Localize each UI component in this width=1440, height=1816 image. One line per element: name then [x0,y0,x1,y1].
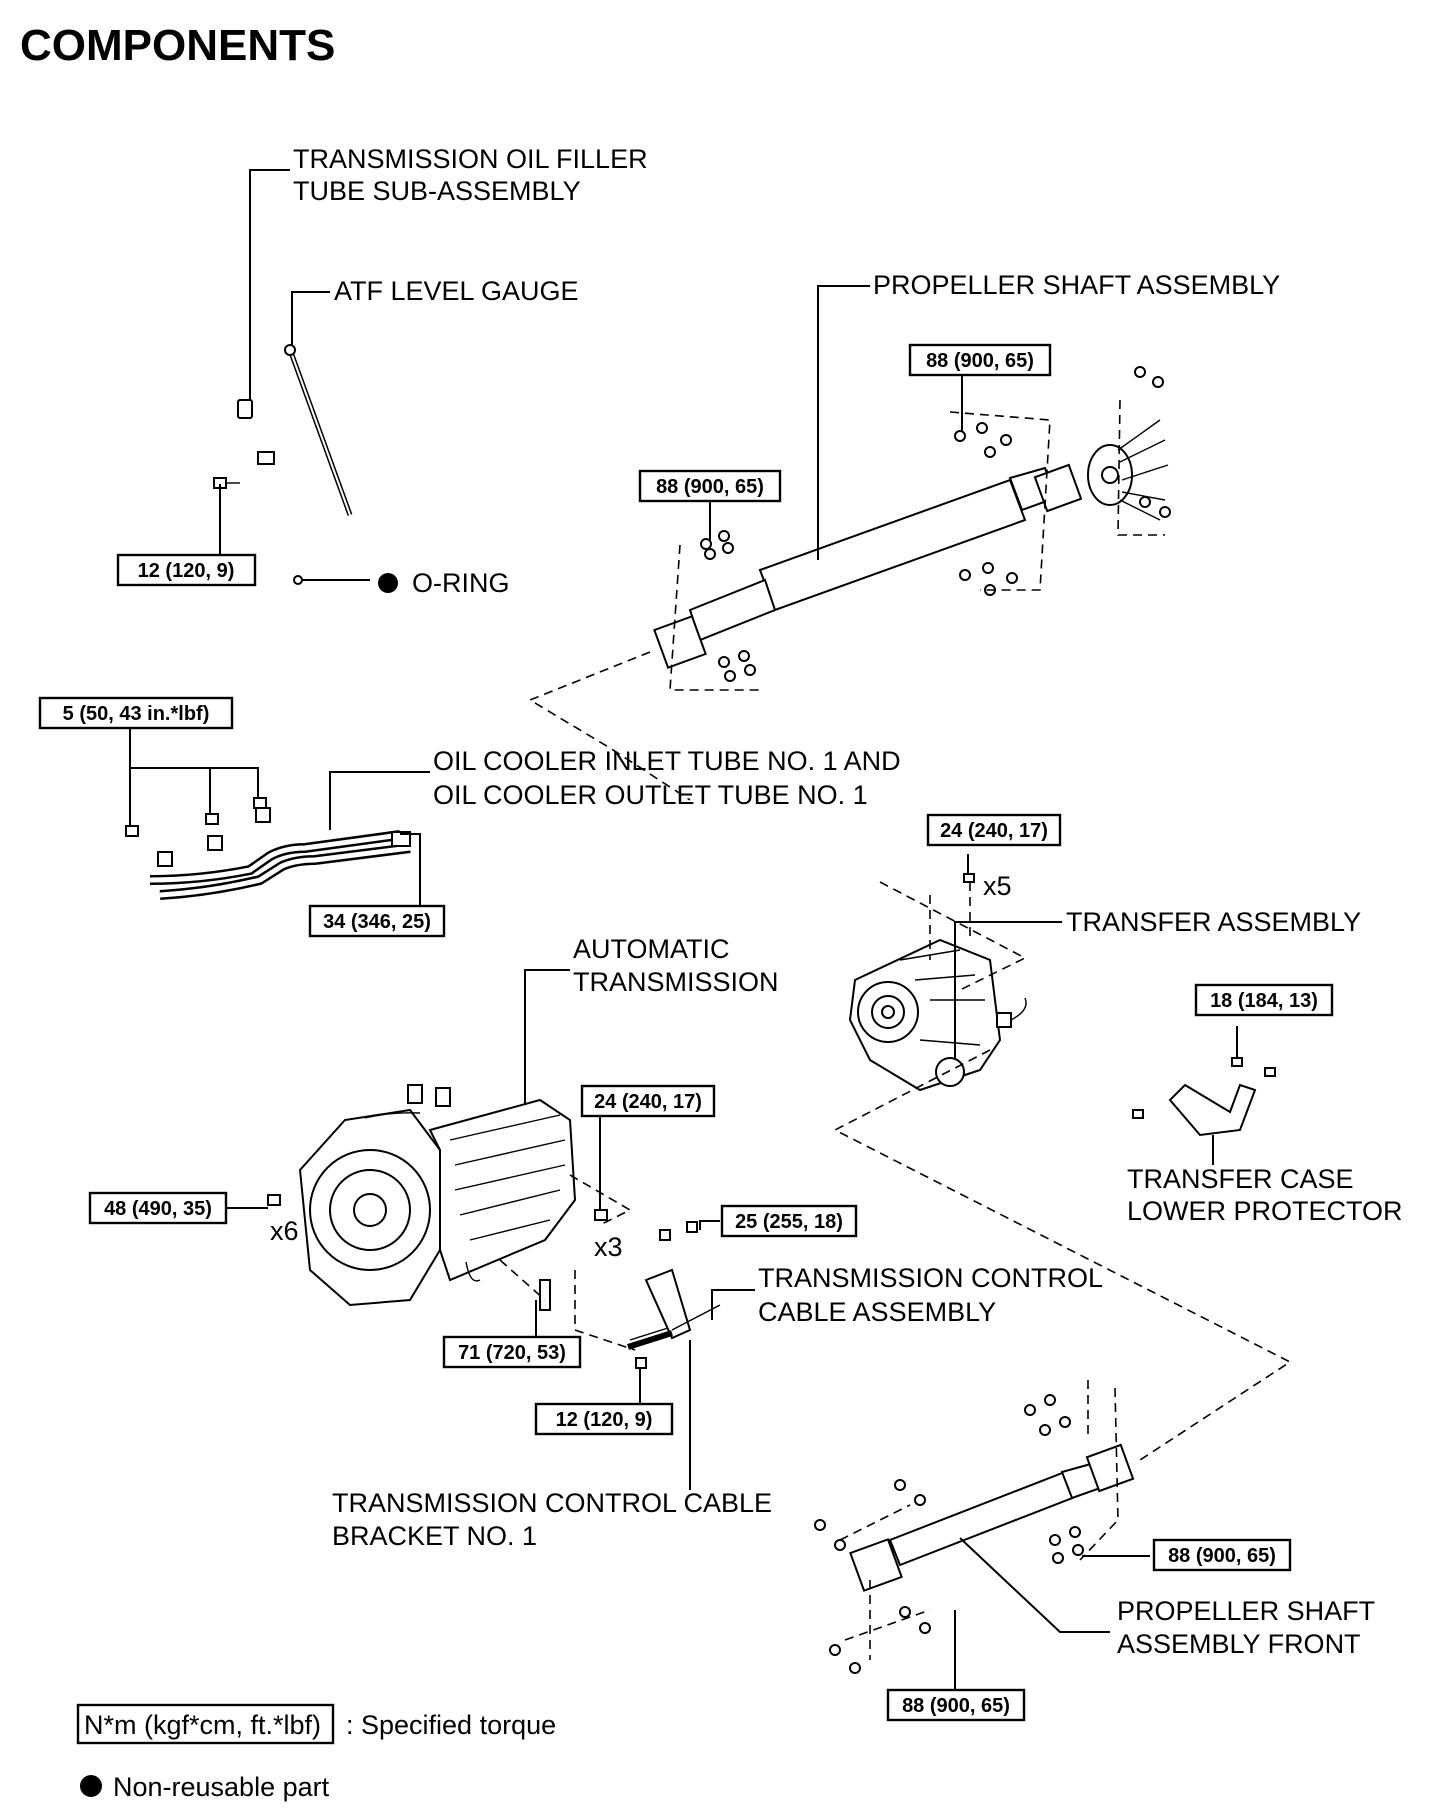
qty-transfer-bolt: x5 [983,871,1012,901]
control-cable-bracket-part [627,1268,721,1350]
torque-box-cooler-union [308,904,446,938]
torque-box-prop-front-bottom [886,1688,1026,1722]
qty-trans-bolt-right: x3 [594,1232,623,1262]
label-atf-gauge: ATF LEVEL GAUGE [334,276,579,306]
leader-cooler-union [400,833,421,906]
legend-non-reusable-text: Non-reusable part [113,1772,330,1802]
torque-box-trans-bolt-left [88,1191,228,1225]
torque-cooler-clamp: 5 (50, 43 in.*lbf) [63,703,210,725]
prop-rear-bolts [700,366,1171,682]
torque-box-bracket-bolt [720,1204,858,1238]
torque-box-prop-rear-left [638,469,782,503]
label-cooler-1: OIL COOLER INLET TUBE NO. 1 AND [433,746,901,776]
torque-prop-rear-left: 88 (900, 65) [656,476,764,498]
torque-box-cable-nut [534,1402,674,1436]
torque-box-prop-front-right [1152,1538,1292,1572]
page-title: COMPONENTS [20,21,335,70]
torque-box-transfer-bolt [926,813,1062,847]
leader-control-cable [711,1289,755,1320]
torque-box-prop-rear-top [908,343,1052,377]
non-reusable-marker-icon [378,573,398,593]
torque-cable-nut: 12 (120, 9) [556,1409,653,1431]
label-auto-trans-2: TRANSMISSION [573,967,779,997]
leader-prop-front [959,1537,1110,1633]
torque-trans-bolt-right: 24 (240, 17) [594,1091,702,1113]
legend-non-reusable-icon [80,1775,102,1797]
leader-bracket-bolt [699,1220,720,1230]
torque-trans-bolt-left: 48 (490, 35) [104,1198,212,1220]
oil-cooler-tubes-part [149,807,411,900]
legend-torque-text: : Specified torque [346,1710,556,1740]
torque-transfer-bolt: 24 (240, 17) [940,820,1048,842]
leader-atf-gauge [291,291,330,345]
atf-gauge-part [284,344,353,516]
label-prop-shaft: PROPELLER SHAFT ASSEMBLY [873,270,1280,300]
automatic-transmission-part [298,1084,577,1307]
dash-prop-to-transfer [528,651,691,801]
label-cable-1: TRANSMISSION CONTROL [758,1263,1103,1293]
label-protector-1: TRANSFER CASE [1127,1164,1354,1194]
leader-transfer [954,921,1062,1060]
propeller-shaft-front-part [849,1443,1135,1592]
torque-bracket-bolt: 25 (255, 18) [735,1211,843,1233]
dash-transfer-bolts [879,881,1027,991]
cooler-clamp-bolts [125,797,267,837]
torque-prop-front-right: 88 (900, 65) [1168,1545,1276,1567]
torque-prop-rear-top: 88 (900, 65) [926,350,1034,372]
filler-bolt [213,477,240,489]
dash-prop-front-front [839,1504,931,1660]
label-o-ring: O-RING [412,568,510,598]
dash-prop-rear-front [669,544,760,691]
dash-trans-bolts [499,1174,636,1351]
torque-box-filler-bolt [116,553,257,587]
leader-filler-tube [249,169,290,400]
label-filler-tube-1: TRANSMISSION OIL FILLER [293,144,648,174]
legend-torque-box [76,1703,335,1745]
torque-trans-lower-bolt: 71 (720, 53) [458,1342,566,1364]
torque-protector-bolt: 18 (184, 13) [1210,990,1318,1012]
torque-box-trans-bolt-right [580,1084,716,1118]
torque-box-cooler-clamp [38,696,234,730]
propeller-shaft-part [653,419,1169,669]
dash-prop-rear-flange [949,411,1051,591]
label-protector-2: LOWER PROTECTOR [1127,1196,1403,1226]
prop-front-bolts [814,1394,1084,1674]
dash-prop-front-rear [1079,1380,1119,1561]
dash-prop-rear-diff [1117,399,1165,536]
transfer-bolt [963,873,975,883]
label-filler-tube-2: TUBE SUB-ASSEMBLY [293,176,581,206]
torque-filler-bolt: 12 (120, 9) [138,560,235,582]
label-bracket-2: BRACKET NO. 1 [332,1521,537,1551]
label-transfer: TRANSFER ASSEMBLY [1066,907,1361,937]
legend-torque-box-text: N*m (kgf*cm, ft.*lbf) [84,1710,321,1740]
leader-cooler-clamp [129,728,259,826]
leader-prop-shaft [817,285,870,560]
torque-cooler-union: 34 (346, 25) [323,911,431,933]
qty-trans-bolt-left: x6 [270,1216,299,1246]
torque-box-trans-lower-bolt [442,1335,582,1369]
label-prop-front-2: ASSEMBLY FRONT [1117,1629,1361,1659]
transfer-assembly-part [848,938,1027,1092]
label-cooler-2: OIL COOLER OUTLET TUBE NO. 1 [433,780,868,810]
torque-box-protector-bolt [1194,983,1334,1017]
leader-automatic-transmission [524,969,570,1105]
label-auto-trans-1: AUTOMATIC [573,934,730,964]
transfer-protector-part [1132,1057,1276,1137]
label-cable-2: CABLE ASSEMBLY [758,1297,996,1327]
label-bracket-1: TRANSMISSION CONTROL CABLE [332,1488,772,1518]
torque-prop-front-bottom: 88 (900, 65) [902,1695,1010,1717]
label-prop-front-1: PROPELLER SHAFT [1117,1596,1375,1626]
leader-oil-cooler [329,771,430,830]
